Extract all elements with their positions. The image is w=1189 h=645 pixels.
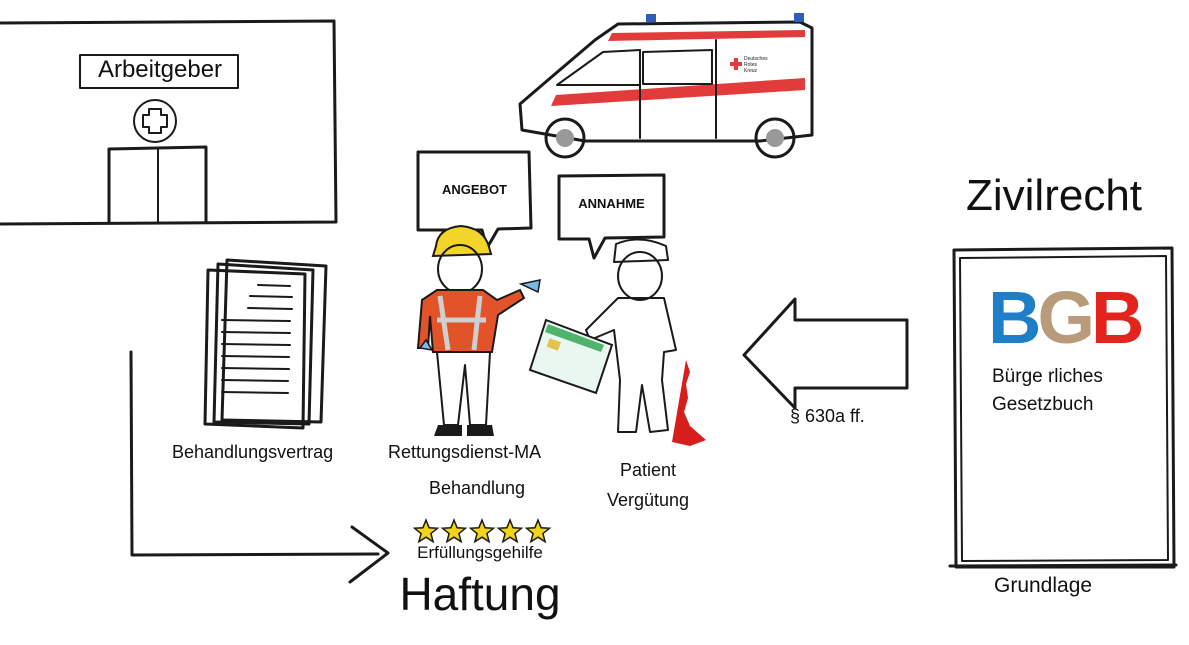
ambulance-light-left: [646, 14, 656, 22]
book-title-line1: Bürge rliches: [992, 366, 1103, 387]
flow-arrow-line: [129, 350, 380, 557]
ambulance-wheel-front: [544, 117, 586, 159]
bgb-letter-b1: B: [988, 276, 1041, 359]
rating-stars: [412, 517, 552, 544]
patient-sub-label: Vergütung: [606, 490, 690, 510]
law-book: [948, 246, 1178, 569]
blood-drip-icon: [672, 360, 706, 446]
ambulance-stripe-lower: [551, 78, 805, 106]
flow-arrow-head-icon: [348, 525, 390, 584]
ambulance-window: [556, 49, 641, 86]
rescuer-figure: [416, 224, 541, 436]
star-icon: [468, 517, 496, 544]
ambulance-wheel-rear: [754, 117, 796, 159]
star-icon: [440, 517, 468, 544]
employer-label: Arbeitgeber: [97, 56, 223, 83]
building-door: [107, 145, 208, 224]
law-heading: Zivilrecht: [966, 171, 1143, 220]
speech-bubble-acceptance: [557, 173, 666, 260]
rescuer-label: Rettungsdienst-MA: [388, 442, 542, 462]
insurance-card-icon: [528, 318, 614, 395]
book-title-line2: Gesetzbuch: [992, 394, 1094, 415]
brand-line-2: Rotes: [744, 62, 758, 68]
paragraph-label: § 630a ff.: [790, 406, 865, 426]
arrow-left-icon: [742, 297, 909, 410]
liability-sub-label: Erfüllungsgehilfe: [417, 543, 543, 562]
star-icon: [412, 517, 440, 544]
acceptance-bubble-text: ANNAHME: [578, 196, 645, 211]
bgb-logo: BGB: [988, 280, 1145, 356]
contract-document-icon: [203, 258, 328, 430]
liability-title: Haftung: [399, 568, 561, 620]
offer-bubble-text: ANGEBOT: [442, 182, 507, 197]
medical-cross-icon: [133, 99, 177, 143]
ambulance-brand-text: Deutsches Rotes Kreuz: [744, 56, 768, 74]
ambulance-stripe-upper: [608, 30, 805, 41]
brand-line-1: Deutsches: [744, 56, 768, 62]
speech-bubble-offer: [416, 150, 533, 250]
star-icon: [496, 517, 524, 544]
ambulance-light-right: [794, 13, 804, 22]
patient-label: Patient: [619, 460, 677, 480]
base-label: Grundlage: [994, 574, 1093, 597]
employer-sign: [79, 54, 239, 89]
rescuer-sub-label: Behandlung: [428, 478, 526, 498]
contract-label: Behandlungsvertrag: [172, 442, 334, 462]
ambulance: [518, 13, 814, 159]
red-cross-icon: [730, 58, 742, 70]
glove-icon: [518, 279, 541, 294]
bgb-letter-b2: B: [1091, 276, 1144, 359]
bgb-letter-g: G: [1037, 276, 1095, 359]
employer-building: [0, 19, 338, 226]
star-icon: [524, 517, 552, 544]
brand-line-3: Kreuz: [744, 68, 758, 74]
